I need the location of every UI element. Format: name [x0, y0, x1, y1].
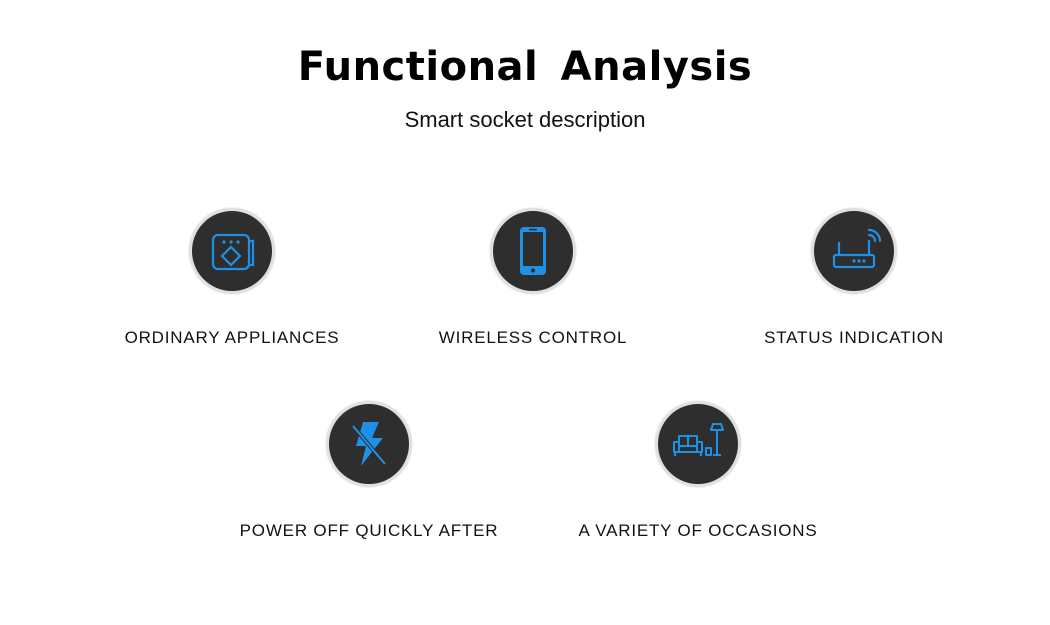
feature-ordinary-appliances: ORDINARY APPLIANCES: [82, 208, 382, 358]
feature-icon-circle: [189, 208, 275, 294]
power-off-icon: [351, 422, 387, 466]
feature-icon-circle: [490, 208, 576, 294]
page-subtitle: Smart socket description: [404, 107, 646, 132]
feature-power-off: POWER OFF QUICKLY AFTER: [219, 401, 519, 551]
feature-icon-circle: [811, 208, 897, 294]
smartphone-icon: [520, 227, 546, 275]
feature-wireless-control: WIRELESS CONTROL: [383, 208, 683, 358]
feature-icon-circle: [326, 401, 412, 487]
feature-variety-of-occasions: A VARIETY OF OCCASIONS: [548, 401, 848, 551]
feature-label: A VARIETY OF OCCASIONS: [578, 521, 818, 540]
living-room-icon: [673, 423, 724, 456]
feature-status-indication: STATUS INDICATION: [704, 208, 1004, 358]
feature-label: STATUS INDICATION: [764, 328, 944, 347]
router-icon: [832, 228, 882, 269]
feature-label: ORDINARY APPLIANCES: [124, 328, 340, 347]
feature-icon-circle: [655, 401, 741, 487]
socket-icon: [211, 233, 255, 271]
feature-label: WIRELESS CONTROL: [438, 328, 628, 347]
page-title: Functional Analysis: [297, 44, 753, 90]
feature-label: POWER OFF QUICKLY AFTER: [239, 521, 499, 540]
